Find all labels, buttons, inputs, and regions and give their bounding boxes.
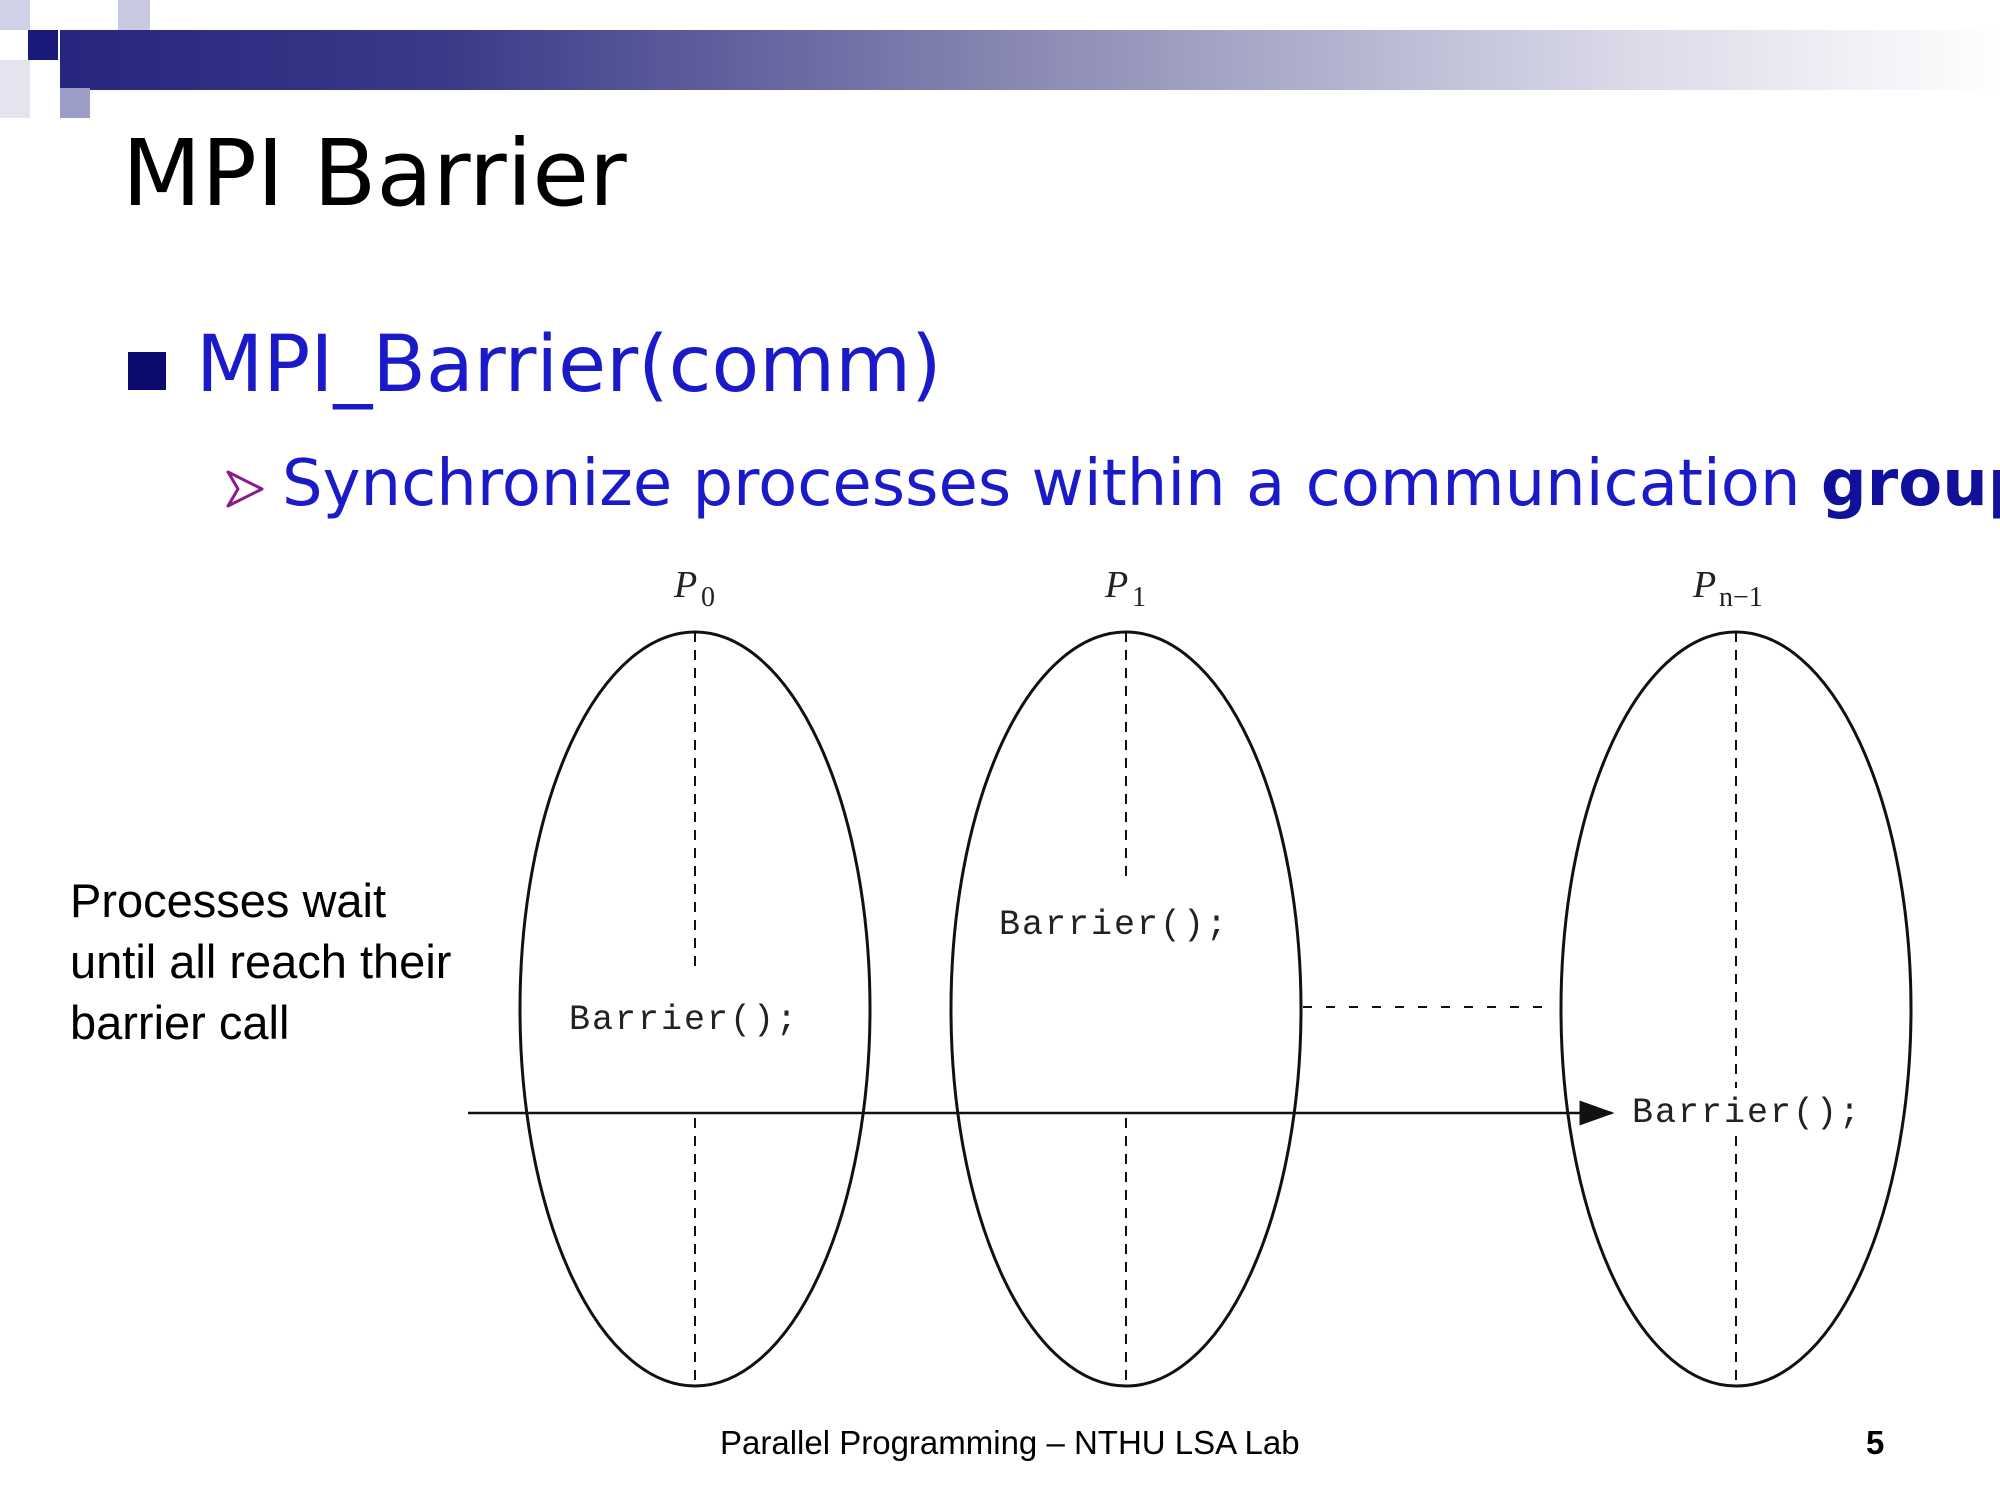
process-label: P bbox=[673, 564, 697, 606]
side-note-line: until all reach their bbox=[70, 935, 452, 988]
process-subscript: n−1 bbox=[1719, 582, 1763, 613]
deco-square-dark bbox=[28, 30, 58, 60]
page-number: 5 bbox=[1866, 1424, 1885, 1461]
barrier-call-text: Barrier(); bbox=[1632, 1093, 1862, 1133]
side-note: Processes wait until all reach their bar… bbox=[70, 870, 490, 1053]
barrier-call-text: Barrier(); bbox=[569, 1000, 799, 1040]
barrier-call-text: Barrier(); bbox=[999, 905, 1229, 945]
deco-square-light bbox=[118, 0, 150, 30]
page-title: MPI Barrier bbox=[122, 120, 627, 227]
footer-text: Parallel Programming – NTHU LSA Lab bbox=[720, 1424, 1300, 1461]
sub-bullet-prefix: Synchronize processes within a communica… bbox=[282, 447, 1821, 521]
bullet-text: MPI_Barrier(comm) bbox=[196, 320, 942, 410]
header-gradient-bar bbox=[60, 30, 2000, 90]
process-pn-1: P n−1 Barrier(); bbox=[1559, 564, 1913, 1388]
barrier-call-backdrop bbox=[1626, 1088, 1896, 1132]
process-p1: P 1 Barrier(); bbox=[949, 564, 1303, 1388]
process-label: P bbox=[1692, 564, 1716, 606]
side-note-line: Processes wait bbox=[70, 874, 387, 927]
process-subscript: 0 bbox=[701, 582, 715, 613]
deco-square-mid bbox=[0, 60, 30, 118]
sub-bullet-bold: group bbox=[1820, 447, 2000, 521]
bullet-square-icon bbox=[128, 352, 166, 390]
process-label: P bbox=[1104, 564, 1128, 606]
side-note-line: barrier call bbox=[70, 996, 290, 1049]
process-subscript: 1 bbox=[1132, 582, 1146, 613]
deco-square-mid bbox=[60, 88, 90, 118]
sub-bullet-arrow-icon bbox=[226, 470, 264, 508]
process-p0: P 0 Barrier(); bbox=[518, 564, 872, 1388]
deco-square-light bbox=[0, 0, 30, 30]
sub-bullet-text: Synchronize processes within a communica… bbox=[282, 452, 2000, 516]
